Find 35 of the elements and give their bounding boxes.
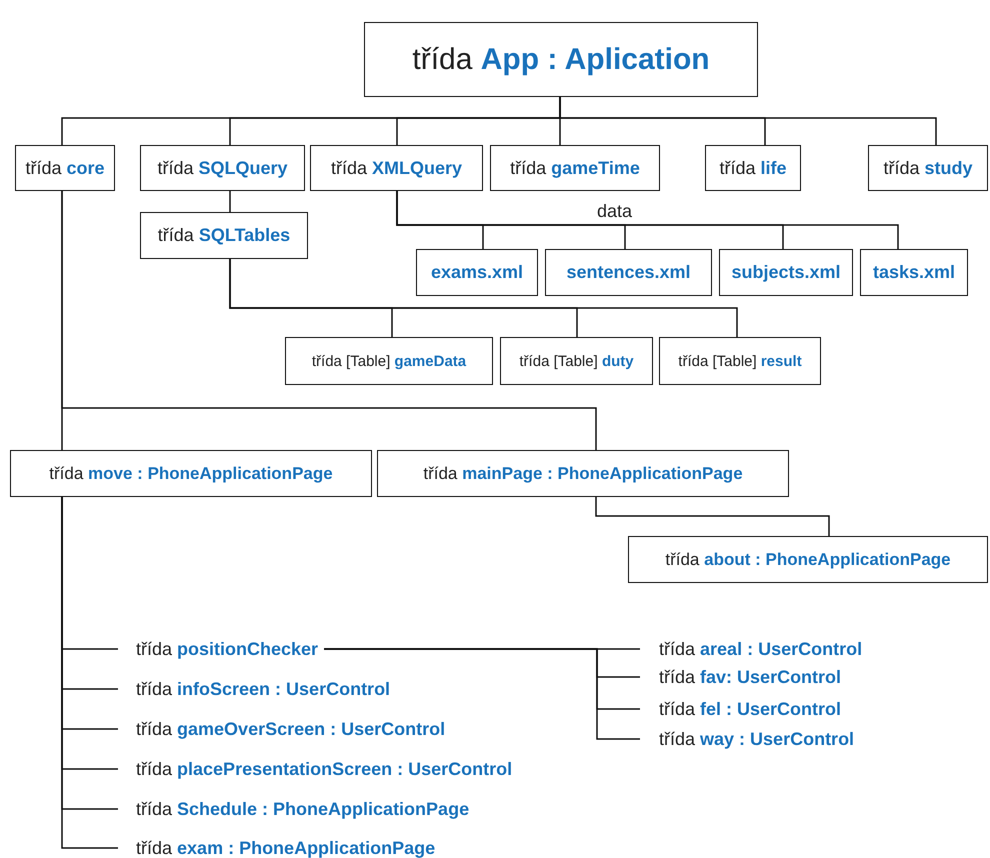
class-box: třída App : Aplication — [364, 22, 758, 97]
file-box: sentences.xml — [545, 249, 712, 296]
file-box: tasks.xml — [860, 249, 968, 296]
class-label: třída way : UserControl — [653, 726, 953, 752]
class-label: třída gameOverScreen : UserControl — [130, 716, 510, 742]
class-label: třída Schedule : PhoneApplicationPage — [130, 796, 530, 822]
class-label: třída areal : UserControl — [653, 636, 953, 662]
class-box: třída [Table] result — [659, 337, 821, 385]
class-box: třída gameTime — [490, 145, 660, 191]
class-label: třída positionChecker — [130, 636, 324, 662]
connector-line — [324, 648, 640, 740]
class-label: třída infoScreen : UserControl — [130, 676, 460, 702]
connector-line — [396, 191, 899, 249]
class-label: třída fel : UserControl — [653, 696, 953, 722]
connector-line — [61, 191, 597, 450]
class-box: třída [Table] gameData — [285, 337, 493, 385]
class-label: třída fav: UserControl — [653, 664, 953, 690]
class-box: třída SQLTables — [140, 212, 308, 259]
class-box: třída mainPage : PhoneApplicationPage — [377, 450, 789, 497]
class-box: třída study — [868, 145, 988, 191]
class-box: třída [Table] duty — [500, 337, 653, 385]
class-box: třída core — [15, 145, 115, 191]
connector-line — [229, 191, 231, 212]
bus-label: data — [597, 201, 632, 222]
class-label: třída placePresentationScreen : UserControl — [130, 756, 590, 782]
connector-line — [595, 497, 830, 536]
connector-line — [229, 259, 738, 337]
class-box: třída move : PhoneApplicationPage — [10, 450, 372, 497]
file-box: exams.xml — [416, 249, 538, 296]
class-label: třída exam : PhoneApplicationPage — [130, 836, 500, 858]
class-box: třída life — [705, 145, 801, 191]
class-box: třída about : PhoneApplicationPage — [628, 536, 988, 583]
file-box: subjects.xml — [719, 249, 853, 296]
class-box: třída XMLQuery — [310, 145, 483, 191]
class-box: třída SQLQuery — [140, 145, 305, 191]
